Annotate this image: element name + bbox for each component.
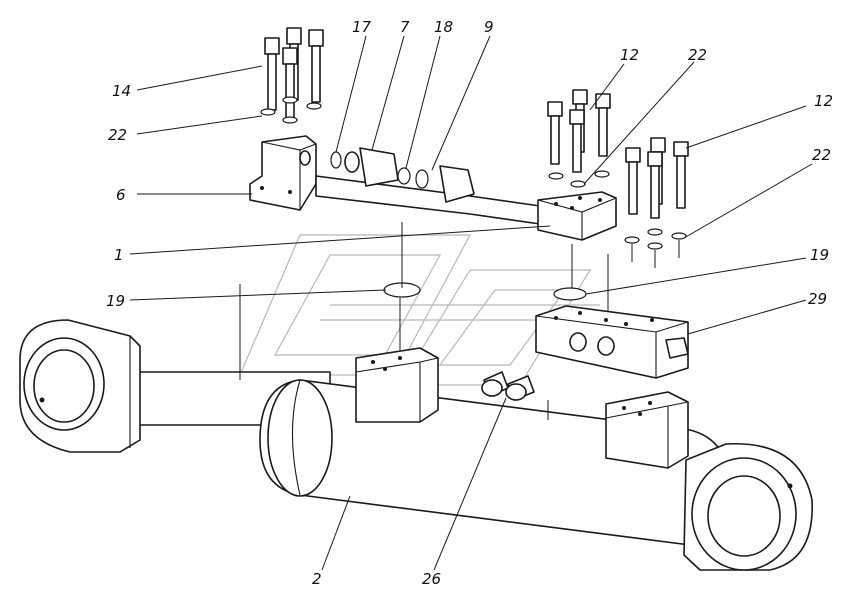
callout-22-mid: 22 xyxy=(688,46,707,64)
leader-lines xyxy=(129,35,813,571)
callout-26: 26 xyxy=(422,570,441,588)
block-6 xyxy=(249,135,317,211)
callout-1: 1 xyxy=(114,246,124,264)
barrel-port-block-left xyxy=(355,347,439,423)
o-ring-19-right xyxy=(553,287,587,301)
callout-19-right: 19 xyxy=(810,246,829,264)
callout-22-top-left: 22 xyxy=(108,126,127,144)
callout-7: 7 xyxy=(400,18,410,36)
bolts-12-right xyxy=(624,137,689,250)
assembly-lines xyxy=(239,222,680,420)
callout-14: 14 xyxy=(112,82,131,100)
callout-17: 17 xyxy=(352,18,372,36)
valve-block xyxy=(535,305,689,379)
upper-manifold xyxy=(249,135,617,241)
bolts-12-mid xyxy=(547,89,611,188)
cylinder-assembly xyxy=(19,319,813,571)
manifold-block xyxy=(537,191,617,241)
callout-labels: 14 22 6 17 7 18 9 12 22 12 22 1 19 19 29… xyxy=(106,18,833,588)
callout-9: 9 xyxy=(484,18,494,36)
callout-29: 29 xyxy=(808,290,827,308)
barrel-port-block-right xyxy=(605,391,689,469)
tube-1 xyxy=(315,175,541,225)
callout-22-right: 22 xyxy=(812,146,831,164)
hose-fittings xyxy=(481,371,535,401)
callout-19-left: 19 xyxy=(106,292,125,310)
callout-2: 2 xyxy=(312,570,322,588)
callout-12-right: 12 xyxy=(814,92,833,110)
bolts-14 xyxy=(260,27,324,124)
callout-18: 18 xyxy=(434,18,453,36)
callout-6: 6 xyxy=(116,186,126,204)
callout-12-mid: 12 xyxy=(620,46,639,64)
